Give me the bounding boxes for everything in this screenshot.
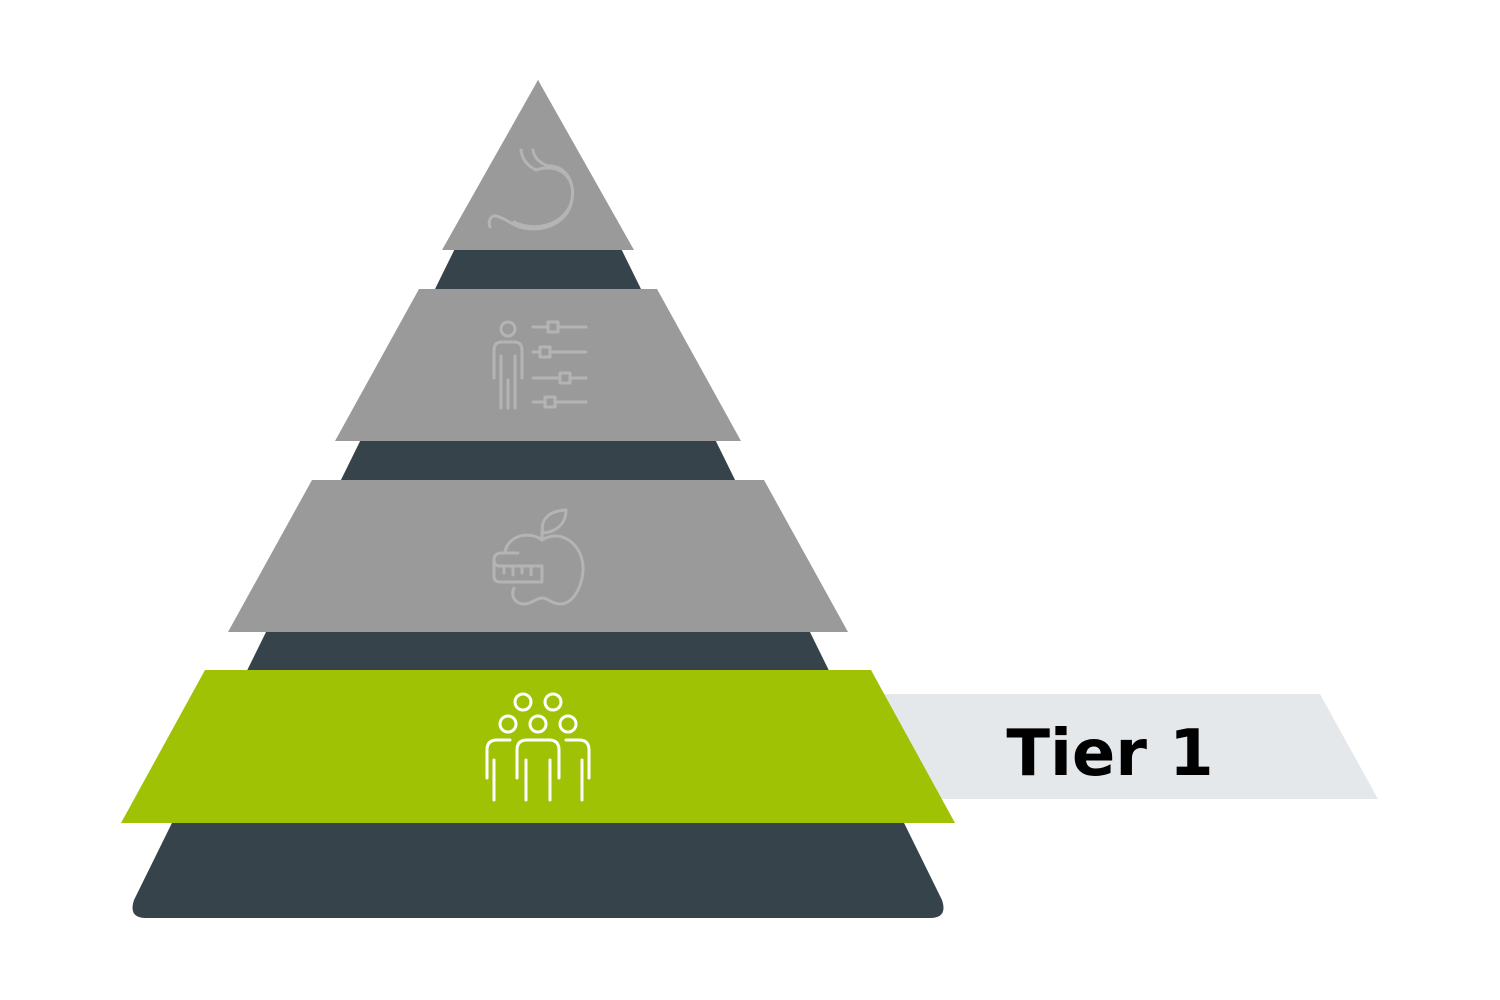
- stomach-icon: [487, 148, 575, 231]
- tier-label: Tier 1: [1006, 717, 1213, 791]
- tier-1-band: [121, 670, 955, 823]
- apple-measuring-tape-icon: [492, 508, 585, 606]
- tier-3-band: [335, 289, 741, 441]
- person-sliders-icon: [492, 320, 588, 410]
- tier-label-band: [880, 694, 1378, 799]
- tier-4-band: [442, 80, 634, 250]
- group-of-people-icon: [485, 692, 591, 802]
- tier-2-band: [228, 480, 848, 632]
